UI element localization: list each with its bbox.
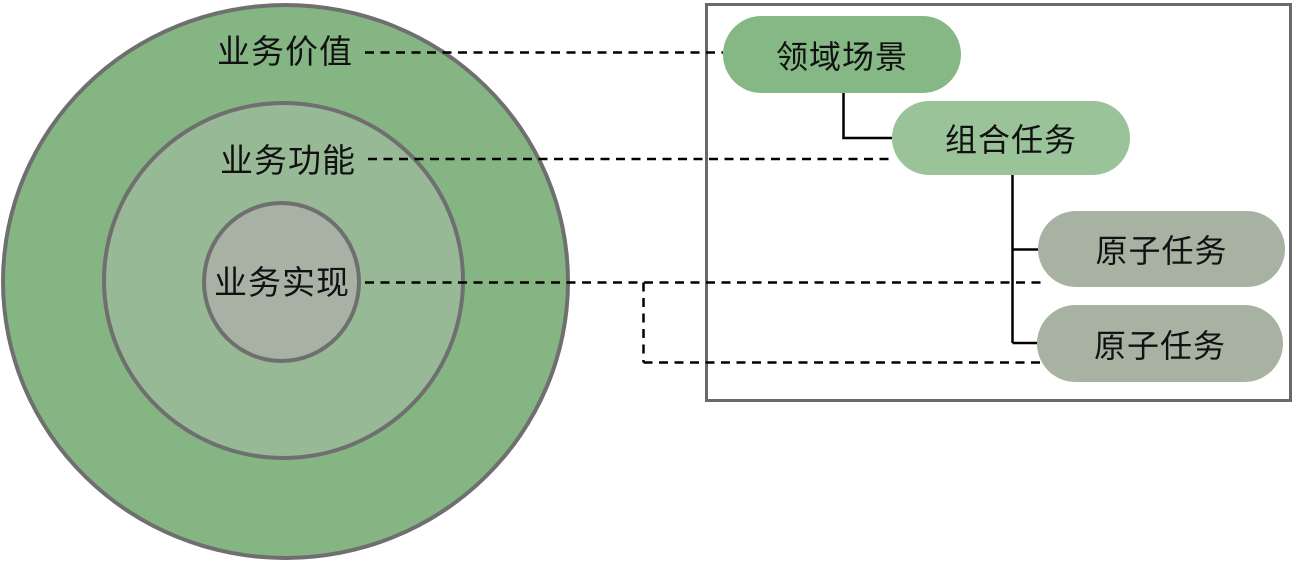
node-composite-task-label: 组合任务 (944, 122, 1077, 158)
node-composite-task: 组合任务 (892, 101, 1130, 175)
node-atomic-task-1-label: 原子任务 (1095, 233, 1228, 269)
node-atomic-task-2: 原子任务 (1037, 305, 1283, 382)
ring-inner-business-implementation (202, 201, 361, 363)
node-domain-scenario: 领域场景 (723, 16, 961, 93)
ring-label-business-implementation: 业务实现 (214, 264, 350, 301)
ring-label-business-function: 业务功能 (220, 142, 356, 179)
node-atomic-task-1: 原子任务 (1038, 211, 1285, 287)
node-domain-scenario-label: 领域场景 (775, 38, 908, 75)
node-atomic-task-2-label: 原子任务 (1093, 327, 1226, 364)
ring-label-business-value: 业务价值 (217, 33, 353, 70)
